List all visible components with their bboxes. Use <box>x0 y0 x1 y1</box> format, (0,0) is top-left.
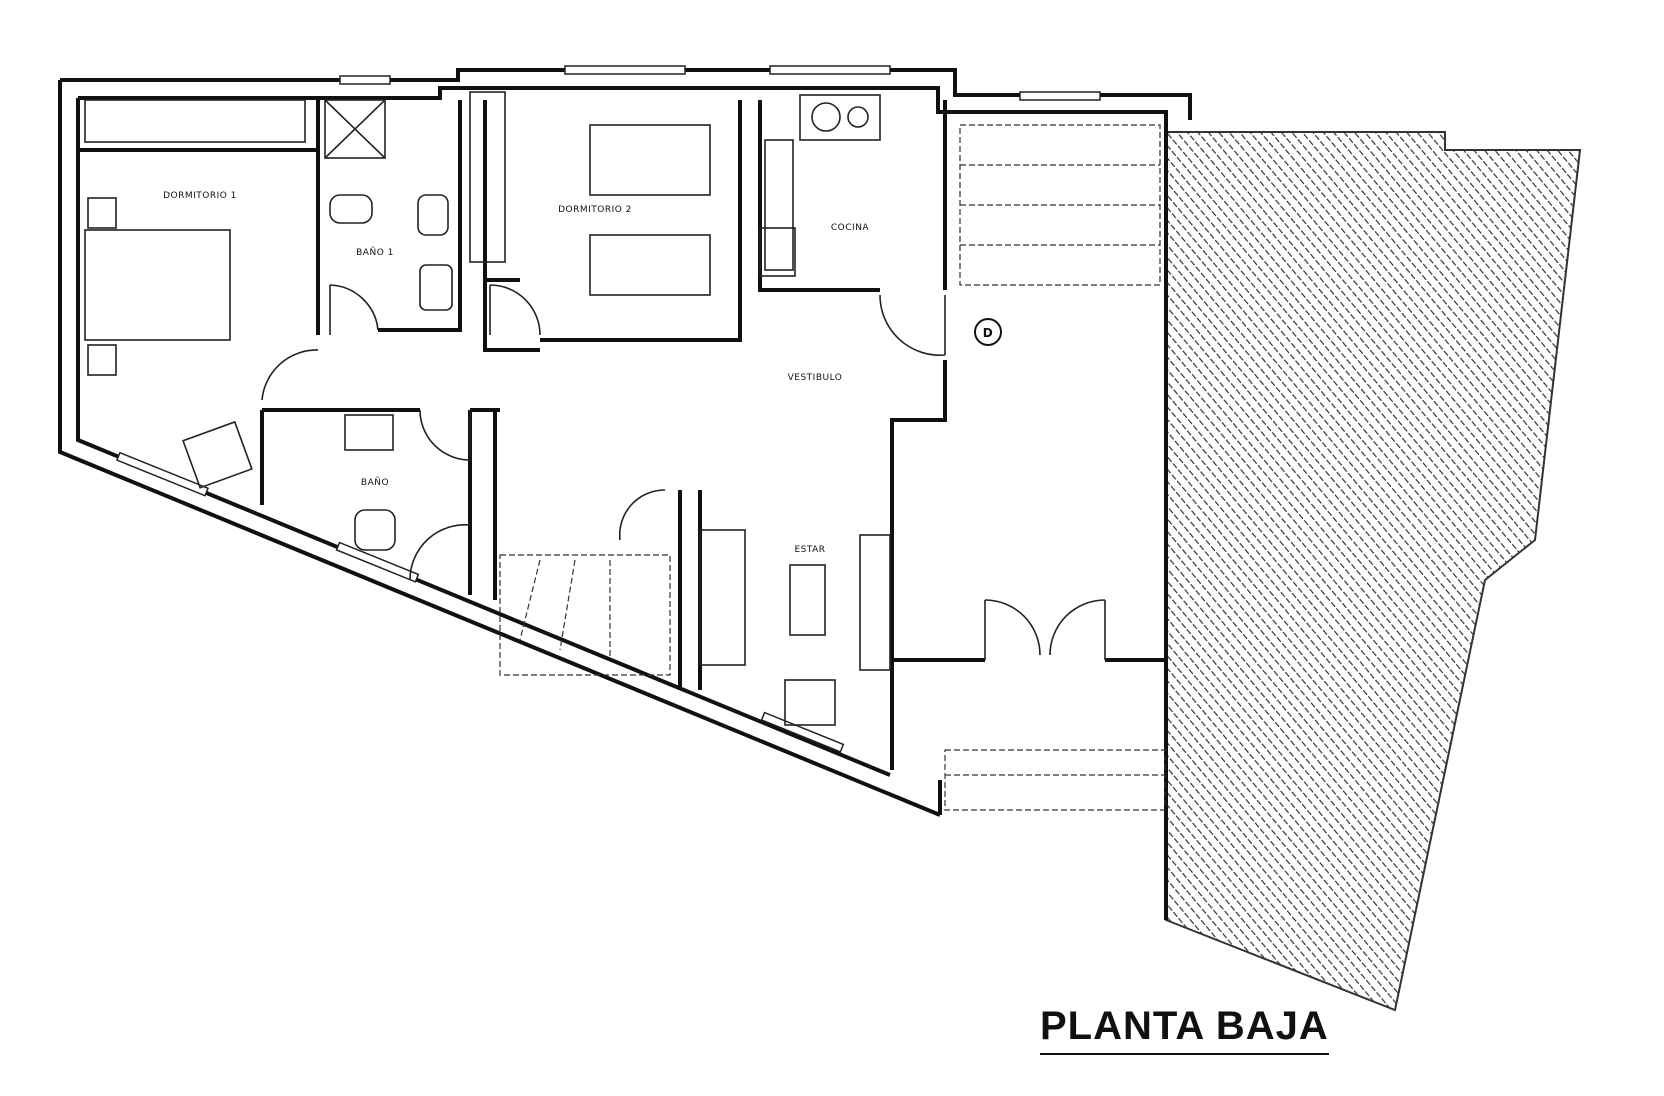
hatched-terrace-area <box>1165 131 1582 1012</box>
washbasin-bano <box>344 414 394 451</box>
sink-bano-1 <box>419 264 453 311</box>
sofa-estar <box>699 529 746 666</box>
toilet-bano <box>354 509 396 551</box>
tv-cabinet <box>859 534 891 671</box>
kitchen-table <box>759 227 796 277</box>
outer-walls <box>58 68 1192 920</box>
coffee-table <box>789 564 826 636</box>
doors <box>261 284 1106 660</box>
bed-dorm-2b <box>589 234 711 296</box>
section-marker: D <box>983 326 993 340</box>
furniture <box>84 91 891 726</box>
armchair-estar <box>784 679 836 726</box>
room-label-bano-1: BAÑO 1 <box>356 247 394 258</box>
room-label-dormitorio-1: DORMITORIO 1 <box>163 191 237 201</box>
room-label-bano: BAÑO <box>361 477 389 488</box>
wardrobe-dorm-2 <box>469 91 506 263</box>
bed-dorm-1 <box>84 229 231 341</box>
kitchen-counter <box>764 139 794 271</box>
interior-walls <box>78 100 1166 770</box>
stairs <box>499 124 1166 811</box>
room-label-estar: ESTAR <box>794 545 825 555</box>
room-label-dormitorio-2: DORMITORIO 2 <box>558 205 632 215</box>
kitchen-sink <box>799 94 881 141</box>
section-marker-icon <box>974 318 1002 346</box>
toilet-bano-1 <box>329 194 373 224</box>
nightstand <box>87 344 117 376</box>
plan-title: PLANTA BAJA <box>1040 1004 1329 1055</box>
hob-icon <box>811 102 841 132</box>
bed-dorm-2a <box>589 124 711 196</box>
windows <box>115 65 1101 753</box>
armchair-dorm-1 <box>182 420 253 489</box>
wardrobe-dorm-1 <box>84 99 306 143</box>
room-label-vestibulo: VESTIBULO <box>788 373 843 383</box>
room-label-cocina: COCINA <box>831 223 870 233</box>
shower-tray <box>324 99 386 159</box>
bidet-bano-1 <box>417 194 449 236</box>
nightstand <box>87 197 117 229</box>
